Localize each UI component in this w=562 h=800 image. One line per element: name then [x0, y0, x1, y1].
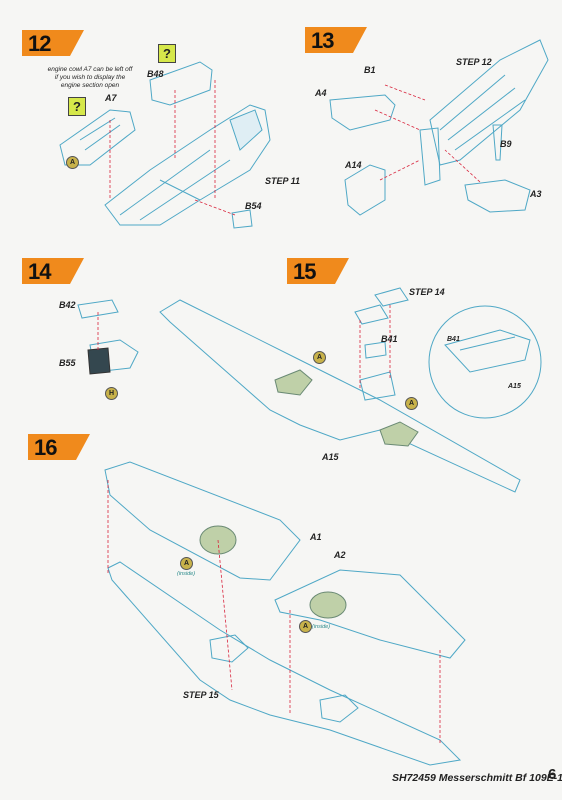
part-a7-label: A7: [105, 93, 117, 103]
step-13-number: 13: [311, 28, 335, 53]
footer-title: SH72459 Messerschmitt Bf 109E-1: [392, 772, 562, 784]
step-13-ref-label: STEP 12: [456, 57, 492, 67]
step-13-badge: 13: [305, 27, 367, 53]
part-a15-label: A15: [322, 452, 339, 462]
step-12-note: engine cowl A7 can be left off if you wi…: [47, 66, 133, 89]
paint-a-icon: A: [405, 397, 418, 410]
optional-question-icon: ?: [158, 44, 176, 63]
inside-note: (inside): [312, 624, 331, 630]
step-15-badge: 15: [287, 258, 349, 284]
part-b48-label: B48: [147, 69, 164, 79]
step-12-badge: 12: [22, 30, 84, 56]
paint-a-icon: A: [180, 557, 193, 570]
part-b42-label: B42: [59, 300, 76, 310]
part-a1-label: A1: [310, 532, 322, 542]
step-12-ref-label: STEP 11: [265, 176, 301, 186]
part-b41-label: B41: [381, 334, 398, 344]
step-14-badge: 14: [22, 258, 84, 284]
step-14-number: 14: [28, 259, 52, 284]
page-number: 6: [548, 766, 557, 783]
paint-h-icon: H: [105, 387, 118, 400]
part-b9-label: B9: [500, 139, 512, 149]
paint-a-icon: A: [66, 156, 79, 169]
detail-b41-label: B41: [447, 336, 460, 343]
step-16-ref-label: STEP 15: [183, 690, 219, 700]
part-a2-label: A2: [334, 550, 346, 560]
part-a4-label: A4: [315, 88, 327, 98]
part-a3-label: A3: [530, 189, 542, 199]
detail-a15-label: A15: [508, 383, 521, 390]
optional-question-icon: ?: [68, 97, 86, 116]
paint-a-icon: A: [313, 351, 326, 364]
step-12-number: 12: [28, 31, 52, 56]
step-15-number: 15: [293, 259, 317, 284]
inside-note: (inside): [177, 571, 196, 577]
part-b55-label: B55: [59, 358, 76, 368]
paint-a-icon: A: [299, 620, 312, 633]
part-a14-label: A14: [345, 160, 362, 170]
step-15-ref-label: STEP 14: [409, 287, 445, 297]
step-16-badge: 16: [28, 434, 90, 460]
step-16-number: 16: [34, 435, 58, 460]
part-b1-label: B1: [364, 65, 376, 75]
part-b54-label: B54: [245, 201, 262, 211]
